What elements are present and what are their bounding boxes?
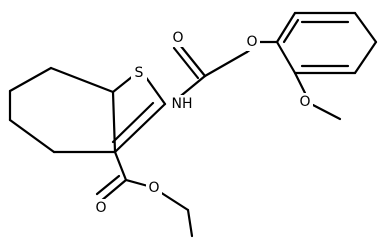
bond-ch2-link	[203, 50, 249, 78]
ester-oxygen-label: O	[148, 180, 159, 196]
bond-aryl-methoxy-o	[293, 71, 307, 95]
bond-thiophene-c2-c3	[113, 102, 167, 154]
bond-layer	[8, 11, 378, 238]
bond-thiophene-c7a-s	[111, 74, 135, 94]
amide-nh-label: NH	[172, 96, 193, 112]
sulfur-atom-label: S	[135, 65, 144, 81]
bond-aryl-inner-left	[282, 18, 300, 44]
bond-ester-c-o	[99, 178, 128, 203]
bond-thiophene-s-c2	[143, 74, 167, 106]
bond-aryl-3	[353, 11, 378, 44]
bond-ring-ester-carbon	[113, 150, 128, 182]
bond-amide-c-o	[178, 43, 207, 78]
ester-carbonyl-oxygen-label: O	[95, 200, 106, 216]
bond-ester-o-ch2	[158, 190, 190, 212]
bond-aryl-4	[353, 40, 378, 75]
bond-ethyl-ch3	[186, 208, 194, 238]
bond-ring-c2-c3a	[49, 66, 115, 94]
amide-oxygen-label: O	[172, 30, 183, 46]
bond-aryl-6	[275, 40, 297, 75]
ether-oxygen-label: O	[246, 34, 257, 50]
bond-methoxy-ch3	[311, 103, 342, 121]
bond-ester-c-oalkyl	[124, 178, 150, 188]
bond-ring-fusion	[111, 90, 117, 154]
atom-label-layer: S NH O O O O O	[93, 29, 313, 217]
bond-ring-c5-c6	[8, 118, 56, 154]
bond-amide-c-o-double	[172, 46, 200, 80]
bond-ring-c1-c2	[8, 66, 53, 93]
bond-aryl-1	[275, 11, 297, 44]
bond-ester-c-o-double	[95, 174, 121, 196]
methoxy-oxygen-label: O	[299, 94, 310, 110]
bond-thiophene-c2-c3-double	[111, 101, 155, 144]
